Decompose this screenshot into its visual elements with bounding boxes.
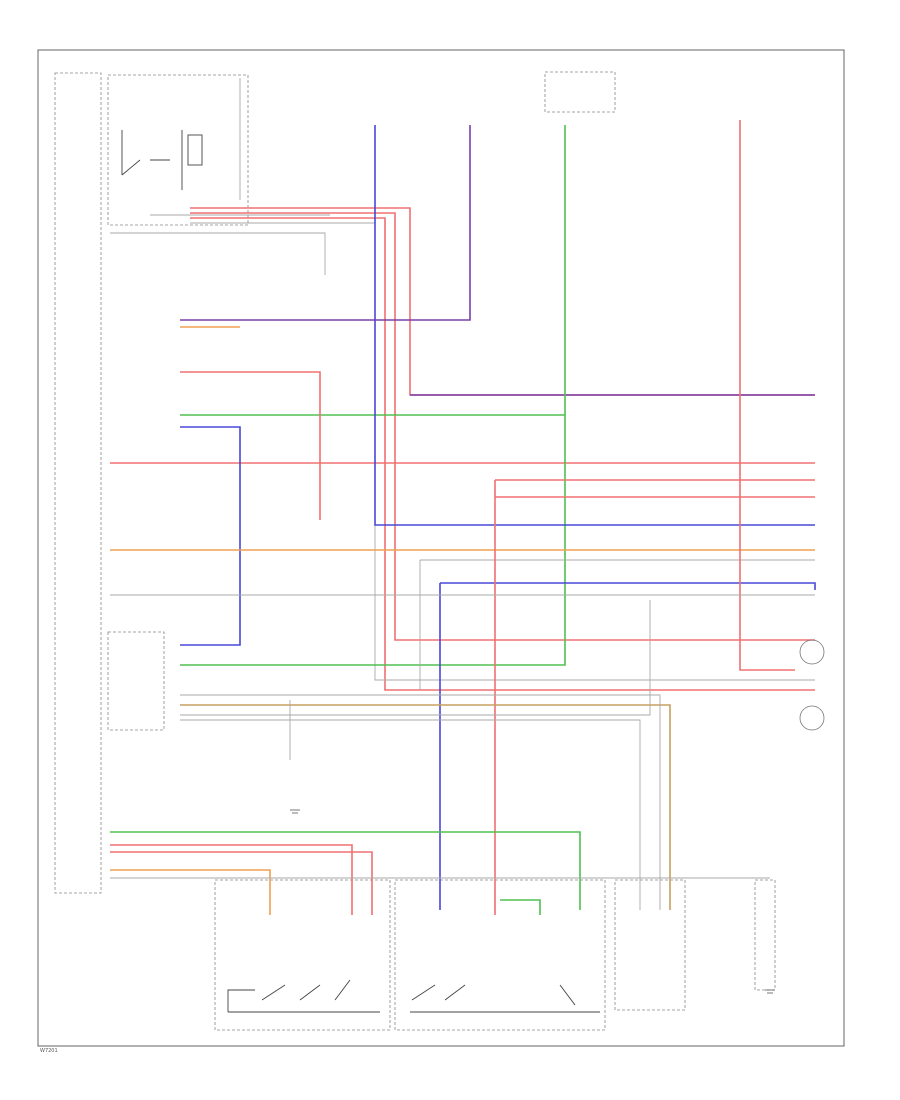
wire-red-27 — [110, 844, 353, 915]
relay-switch-symbol — [121, 130, 203, 190]
wire-layer — [110, 78, 816, 915]
switch-group-outline-left — [214, 879, 391, 1031]
control-module-outline — [54, 72, 102, 894]
wire-red-28 — [110, 851, 373, 915]
wire-green-7 — [180, 125, 566, 666]
wire-red-0 — [190, 207, 815, 396]
switch-group-outline-right — [614, 879, 686, 1011]
bottom-switch-symbols — [227, 979, 600, 1013]
wire-blue-14 — [440, 582, 816, 590]
wire-violet-24 — [180, 125, 471, 321]
wire-gray-4 — [190, 222, 815, 681]
wire-blue-9 — [374, 125, 815, 526]
wire-red-2 — [190, 212, 815, 641]
wire-tan-20 — [180, 704, 671, 910]
ground-connector-outline — [754, 879, 776, 991]
diagram-border — [37, 49, 845, 1047]
wire-gray-34 — [110, 232, 326, 275]
wire-gray-22 — [180, 719, 641, 910]
wire-red-3 — [190, 217, 815, 691]
left-lamp-icon — [799, 639, 825, 665]
wire-gray-23 — [180, 600, 651, 716]
ground-symbols — [290, 809, 775, 994]
wire-orange-29 — [110, 869, 271, 915]
right-lamp-icon — [799, 705, 825, 731]
switch-group-outline-mid — [394, 879, 606, 1031]
diagram-footer-code: W7201 — [40, 1048, 58, 1054]
wire-red-8 — [180, 371, 321, 520]
wire-gray-21 — [180, 694, 661, 910]
connector-block-outline — [107, 631, 165, 731]
wire-red-19 — [739, 120, 795, 671]
wire-green-31 — [500, 899, 541, 915]
fuse-box-right-outline — [544, 71, 616, 113]
relay-box-outline — [107, 74, 249, 226]
wire-green-26 — [110, 831, 581, 910]
wire-blue-10 — [180, 426, 241, 646]
